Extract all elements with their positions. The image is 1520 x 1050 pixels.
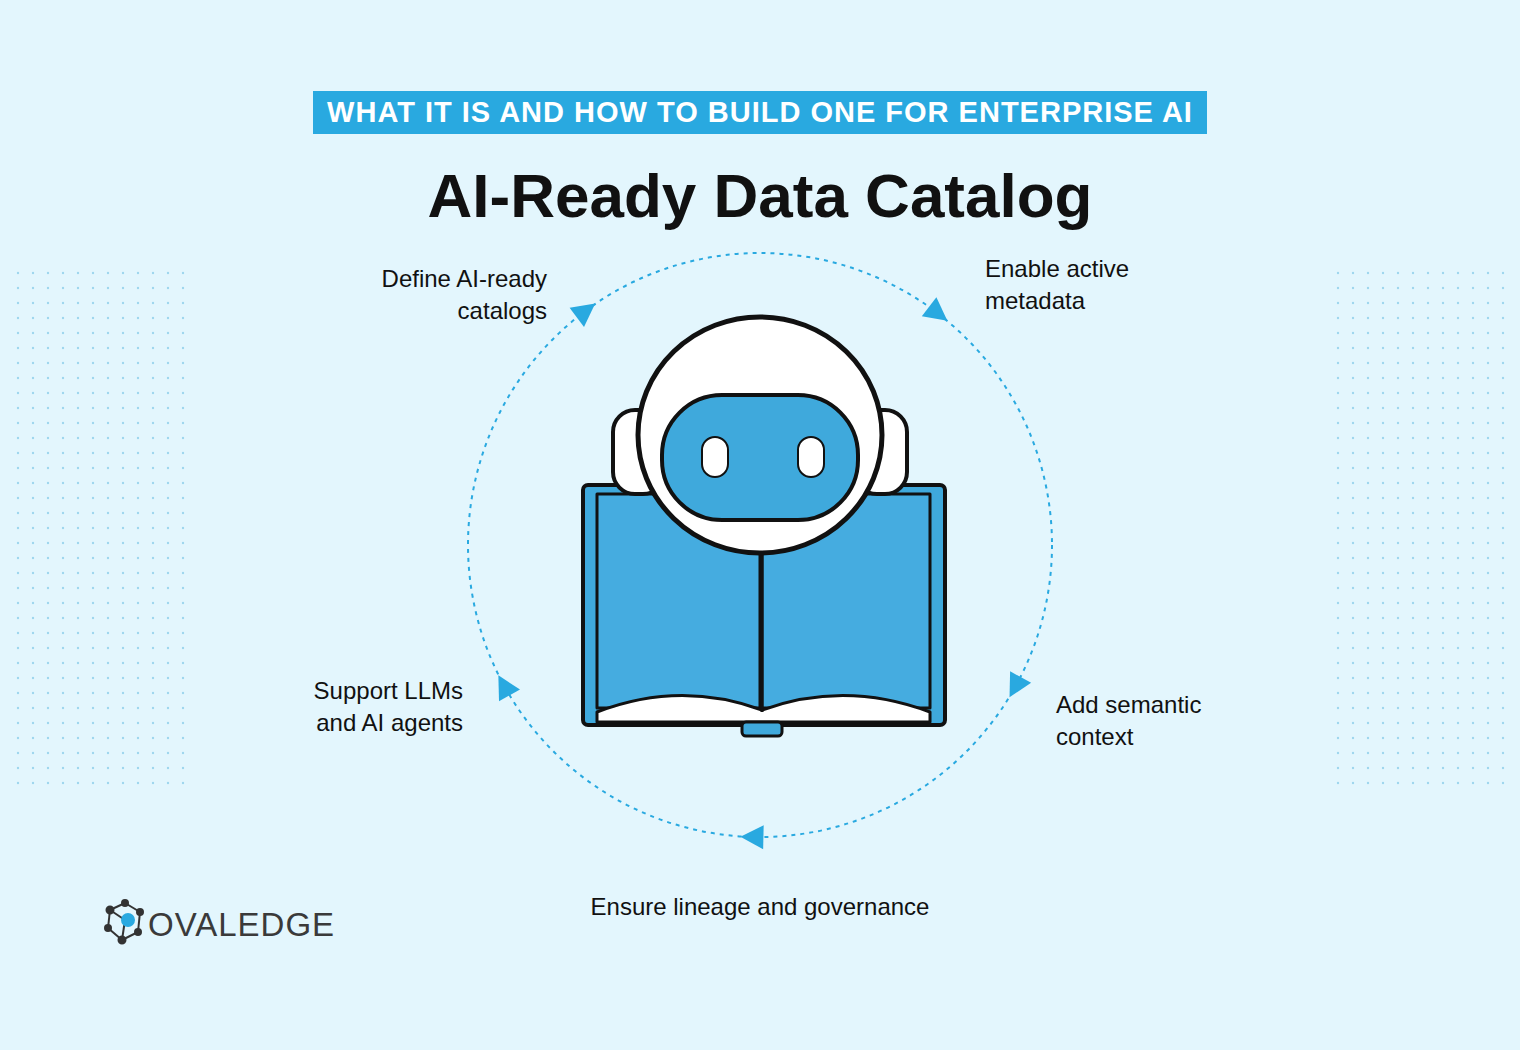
cycle-arrowhead <box>570 294 603 327</box>
logo-icon <box>105 900 143 944</box>
banner-text: WHAT IT IS AND HOW TO BUILD ONE FOR ENTE… <box>313 91 1207 134</box>
logo-wordmark: OVALEDGE <box>148 903 335 948</box>
step-label: Support LLMs and AI agents <box>278 675 463 740</box>
banner-band: WHAT IT IS AND HOW TO BUILD ONE FOR ENTE… <box>313 91 1207 134</box>
step-label: Enable active metadata <box>985 253 1180 318</box>
cycle-arrowhead <box>740 825 764 850</box>
title: AI-Ready Data Catalog <box>428 160 1093 231</box>
cycle-arrowhead <box>999 671 1031 703</box>
cycle-arrowhead <box>488 669 520 701</box>
dot-texture <box>15 262 195 787</box>
step-label: Define AI-ready catalogs <box>342 263 547 328</box>
book-robot <box>583 317 945 736</box>
cycle-arrows <box>488 294 1031 849</box>
cycle-ring <box>468 253 1052 837</box>
dot-texture <box>1328 262 1508 787</box>
step-label: Add semantic context <box>1056 689 1241 754</box>
step-label: Ensure lineage and governance <box>591 891 930 923</box>
cycle-arrowhead <box>922 297 955 330</box>
